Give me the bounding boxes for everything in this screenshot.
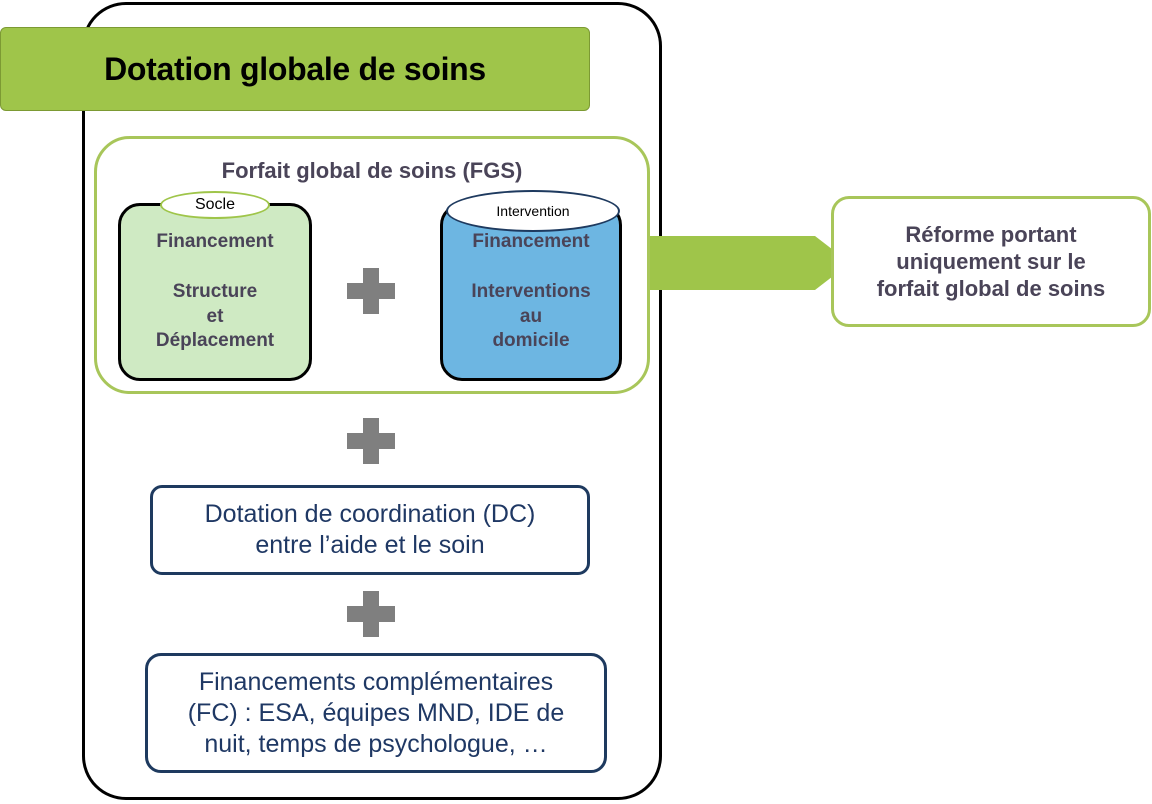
diagram-title: Dotation globale de soins: [104, 50, 486, 87]
socle-heading: Financement: [156, 231, 274, 252]
dc-line: Dotation de coordination (DC): [204, 500, 536, 528]
socle-tab-label: Socle: [194, 196, 236, 213]
fc-box: Financements complémentaires (FC) : ESA,…: [145, 653, 607, 773]
fc-line: nuit, temps de psychologue, …: [204, 729, 548, 758]
plus-icon: [347, 418, 395, 464]
intervention-card: [440, 203, 622, 381]
dc-box: Dotation de coordination (DC) entre l’ai…: [150, 485, 590, 575]
intervention-body: Interventions au domicile: [440, 280, 622, 354]
intervention-body-line: au: [519, 305, 543, 327]
title-banner: Dotation globale de soins: [0, 27, 590, 111]
socle-body-line: et: [206, 305, 224, 327]
fc-line: (FC) : ESA, équipes MND, IDE de: [187, 698, 565, 727]
reform-line: forfait global de soins: [876, 276, 1106, 301]
socle-body-line: Déplacement: [155, 330, 275, 351]
intervention-tab: Intervention: [446, 190, 620, 232]
socle-tab: Socle: [160, 191, 270, 219]
socle-body: Structure et Déplacement: [118, 280, 312, 354]
plus-icon: [347, 268, 395, 314]
socle-body-line: Structure: [172, 281, 258, 302]
socle-card: [118, 203, 312, 381]
reform-line: uniquement sur le: [896, 249, 1086, 274]
plus-icon: [347, 591, 395, 637]
intervention-tab-label: Intervention: [496, 203, 570, 219]
intervention-body-line: Interventions: [471, 281, 591, 302]
right-arrow-icon: [650, 236, 850, 290]
fgs-title: Forfait global de soins (FGS): [221, 158, 523, 183]
fc-line: Financements complémentaires: [198, 667, 554, 696]
intervention-body-line: domicile: [492, 330, 570, 351]
reform-line: Réforme portant: [905, 222, 1077, 247]
dc-line: entre l’aide et le soin: [255, 531, 485, 559]
intervention-heading: Financement: [472, 231, 590, 252]
reform-box: Réforme portant uniquement sur le forfai…: [831, 196, 1151, 327]
